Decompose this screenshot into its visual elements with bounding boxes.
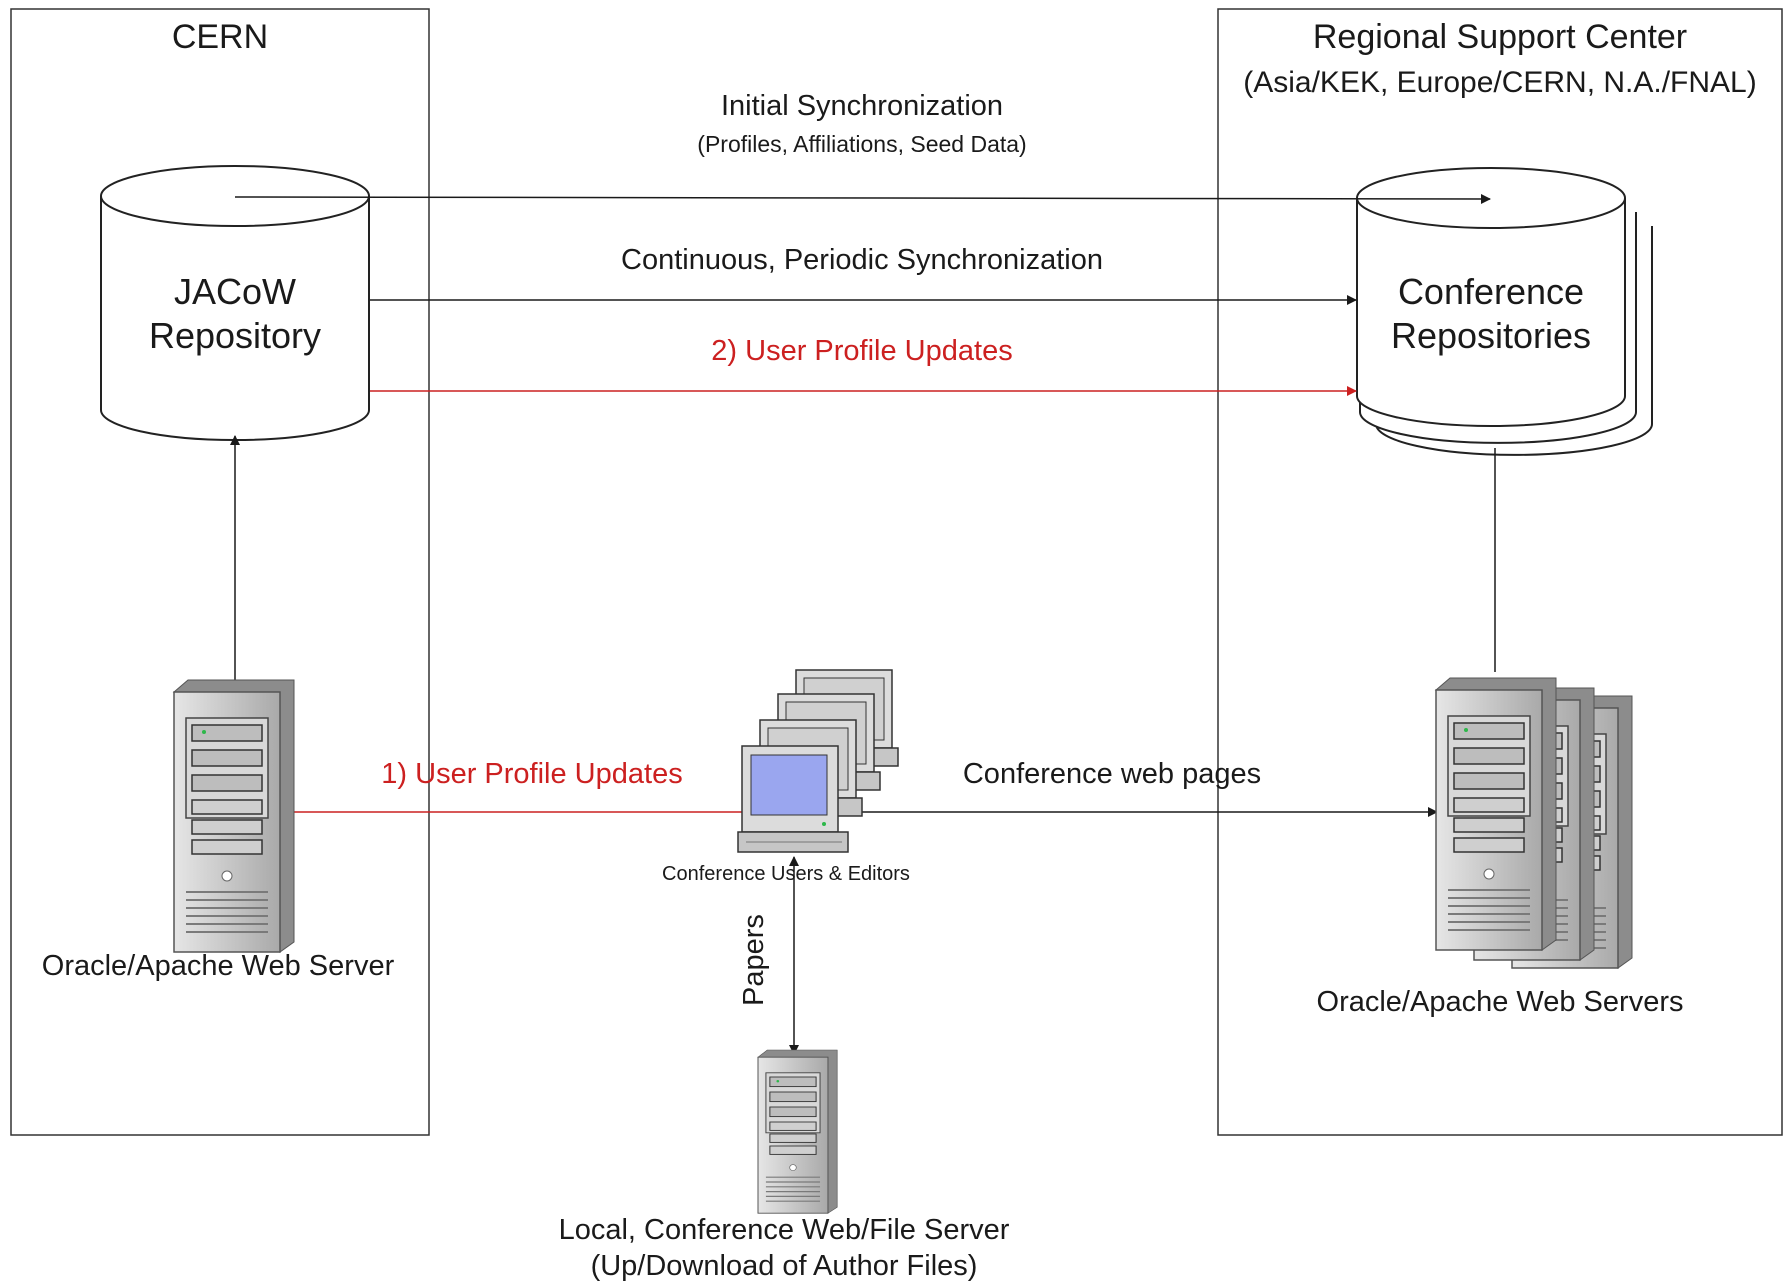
periodic-sync-label: Continuous, Periodic Synchronization [621, 244, 1103, 276]
regional-servers-label: Oracle/Apache Web Servers [1316, 986, 1684, 1018]
jacow-repository-cylinder [100, 165, 370, 441]
local-server-icon [757, 1049, 838, 1214]
cern-region-title: CERN [171, 18, 269, 56]
cern-server-label: Oracle/Apache Web Server [41, 950, 395, 982]
local-server-label-line2: (Up/Download of Author Files) [590, 1250, 978, 1282]
conference-repositories-label-line2: Repositories [1390, 315, 1592, 356]
profile-updates-2-label: 2) User Profile Updates [711, 335, 1013, 367]
conference-repositories-label-line1: Conference [1397, 271, 1585, 312]
users-label: Conference Users & Editors [662, 863, 910, 885]
users-workstations-icon [737, 669, 899, 853]
local-server-label-line1: Local, Conference Web/File Server [558, 1214, 1010, 1246]
conference-repositories-cylinder [1356, 167, 1653, 456]
initial-sync-arrow [234, 193, 1491, 204]
regional-region-subtitle: (Asia/KEK, Europe/CERN, N.A./FNAL) [1243, 66, 1757, 99]
screen [750, 754, 828, 816]
web-pages-label: Conference web pages [962, 758, 1262, 790]
regional-region [1217, 8, 1783, 1136]
cern-server-icon [173, 679, 295, 953]
jacow-repository-label-line1: JACoW [173, 271, 297, 312]
papers-label: Papers [738, 914, 770, 1006]
regional-servers-icon [1435, 677, 1633, 969]
initial-sync-sublabel: (Profiles, Affiliations, Seed Data) [697, 131, 1027, 157]
jacow-repository-label-line2: Repository [148, 315, 322, 356]
cern-region [10, 8, 430, 1136]
initial-sync-label: Initial Synchronization [720, 90, 1004, 122]
profile-updates-1-label: 1) User Profile Updates [381, 758, 683, 790]
regional-region-title: Regional Support Center [1312, 18, 1688, 56]
